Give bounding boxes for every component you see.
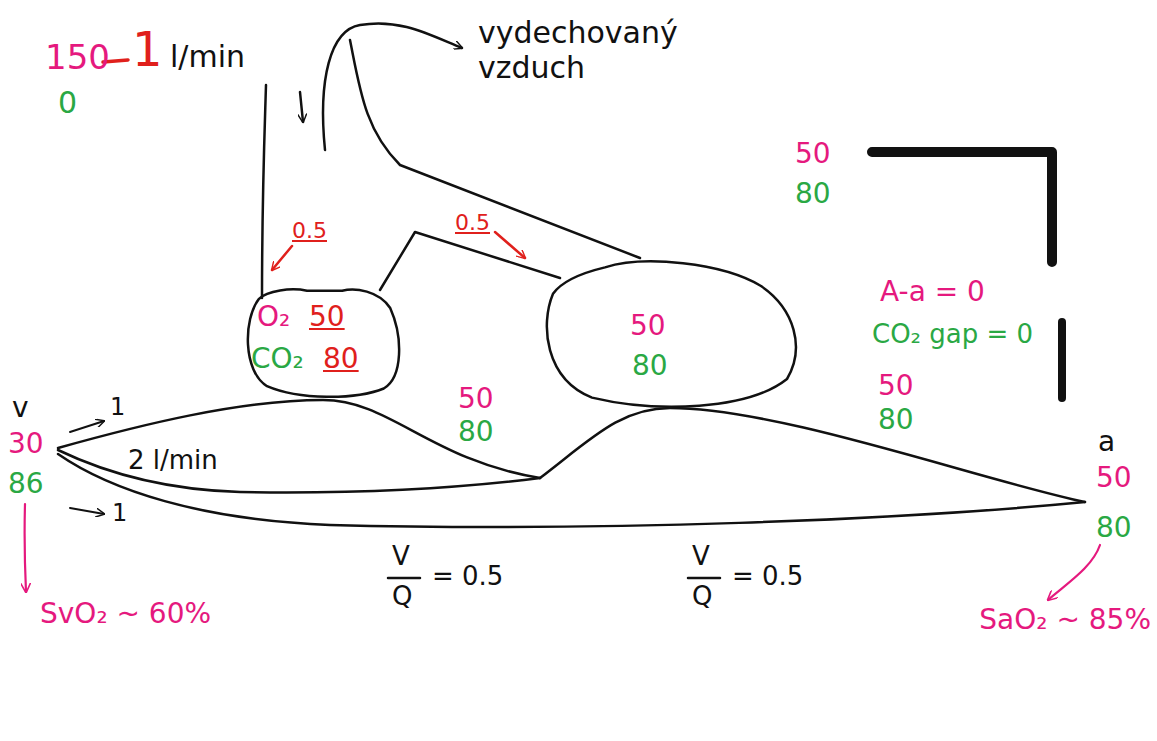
capillary-value: 80 — [456, 416, 496, 448]
ratio-symbol: V — [692, 542, 710, 572]
alveolus: O₂ 50CO₂ 80 — [243, 285, 403, 400]
airway-fork — [380, 232, 560, 290]
ventilation-value: 0.5 — [292, 218, 327, 243]
inflow-arrow — [300, 92, 303, 122]
exhaled-value: 50 — [795, 138, 831, 170]
saturation-arrow — [25, 504, 26, 592]
partial-pressure: 80 — [632, 350, 668, 382]
flow-value: 1 — [132, 22, 163, 77]
split-arrow — [272, 246, 292, 270]
capillary-value: 80 — [876, 404, 916, 436]
arterial-value: 80 — [1096, 512, 1132, 544]
gas-name: O₂ — [257, 301, 290, 333]
ratio-symbol: Q — [692, 582, 712, 612]
inspired-value: 0 — [58, 86, 77, 121]
exhaled-air-label: vydechovaný vzduch — [478, 16, 693, 85]
partial-pressure: 80 — [323, 343, 359, 375]
bracket — [872, 152, 1052, 262]
saturation-note: SvO₂ ~ 60% — [40, 598, 211, 630]
alveolus-outline — [248, 289, 399, 396]
flow-value: 1 — [110, 394, 125, 422]
ratio-symbol: V — [392, 542, 410, 572]
flow-unit: l/min — [170, 40, 245, 75]
alveolus-outline — [540, 255, 800, 410]
venous-mark: v — [12, 392, 29, 424]
alveolus: 5080 — [540, 255, 800, 410]
fraction-bar — [388, 577, 420, 580]
split-arrow — [495, 232, 525, 258]
flow-value: 2 l/min — [128, 446, 218, 476]
ventilation-value: 0.5 — [455, 210, 490, 235]
capillary-value: 50 — [456, 383, 496, 415]
gas-name: CO₂ — [251, 343, 304, 375]
flow-value: 1 — [112, 500, 127, 528]
capillary-value: 50 — [876, 370, 916, 402]
fraction-bar — [688, 577, 720, 580]
partial-pressure: 50 — [630, 310, 666, 342]
ratio-symbol: Q — [392, 582, 412, 612]
saturation-note: SaO₂ ~ 85% — [979, 604, 1151, 636]
bracket — [1058, 322, 1066, 398]
flow-arrow — [70, 508, 104, 514]
gradient-note: CO₂ gap = 0 — [872, 320, 1033, 350]
venous-value: 86 — [8, 468, 44, 500]
flow-arrow — [70, 421, 104, 432]
capillary-line — [540, 408, 1085, 502]
arterial-mark: a — [1098, 426, 1115, 458]
alveolus-outline — [547, 262, 796, 407]
inspired-value: 150 — [45, 38, 110, 77]
arterial-value: 50 — [1096, 462, 1132, 494]
airway-wall — [262, 85, 266, 298]
partial-pressure: 50 — [309, 301, 345, 333]
gradient-note: A-a = 0 — [880, 276, 985, 308]
venous-value: 30 — [8, 428, 44, 460]
exhale-arrow — [323, 23, 462, 150]
exhaled-value: 80 — [795, 178, 831, 210]
ratio-value: = 0.5 — [732, 562, 803, 592]
saturation-arrow — [1048, 545, 1100, 600]
ratio-value: = 0.5 — [432, 562, 503, 592]
